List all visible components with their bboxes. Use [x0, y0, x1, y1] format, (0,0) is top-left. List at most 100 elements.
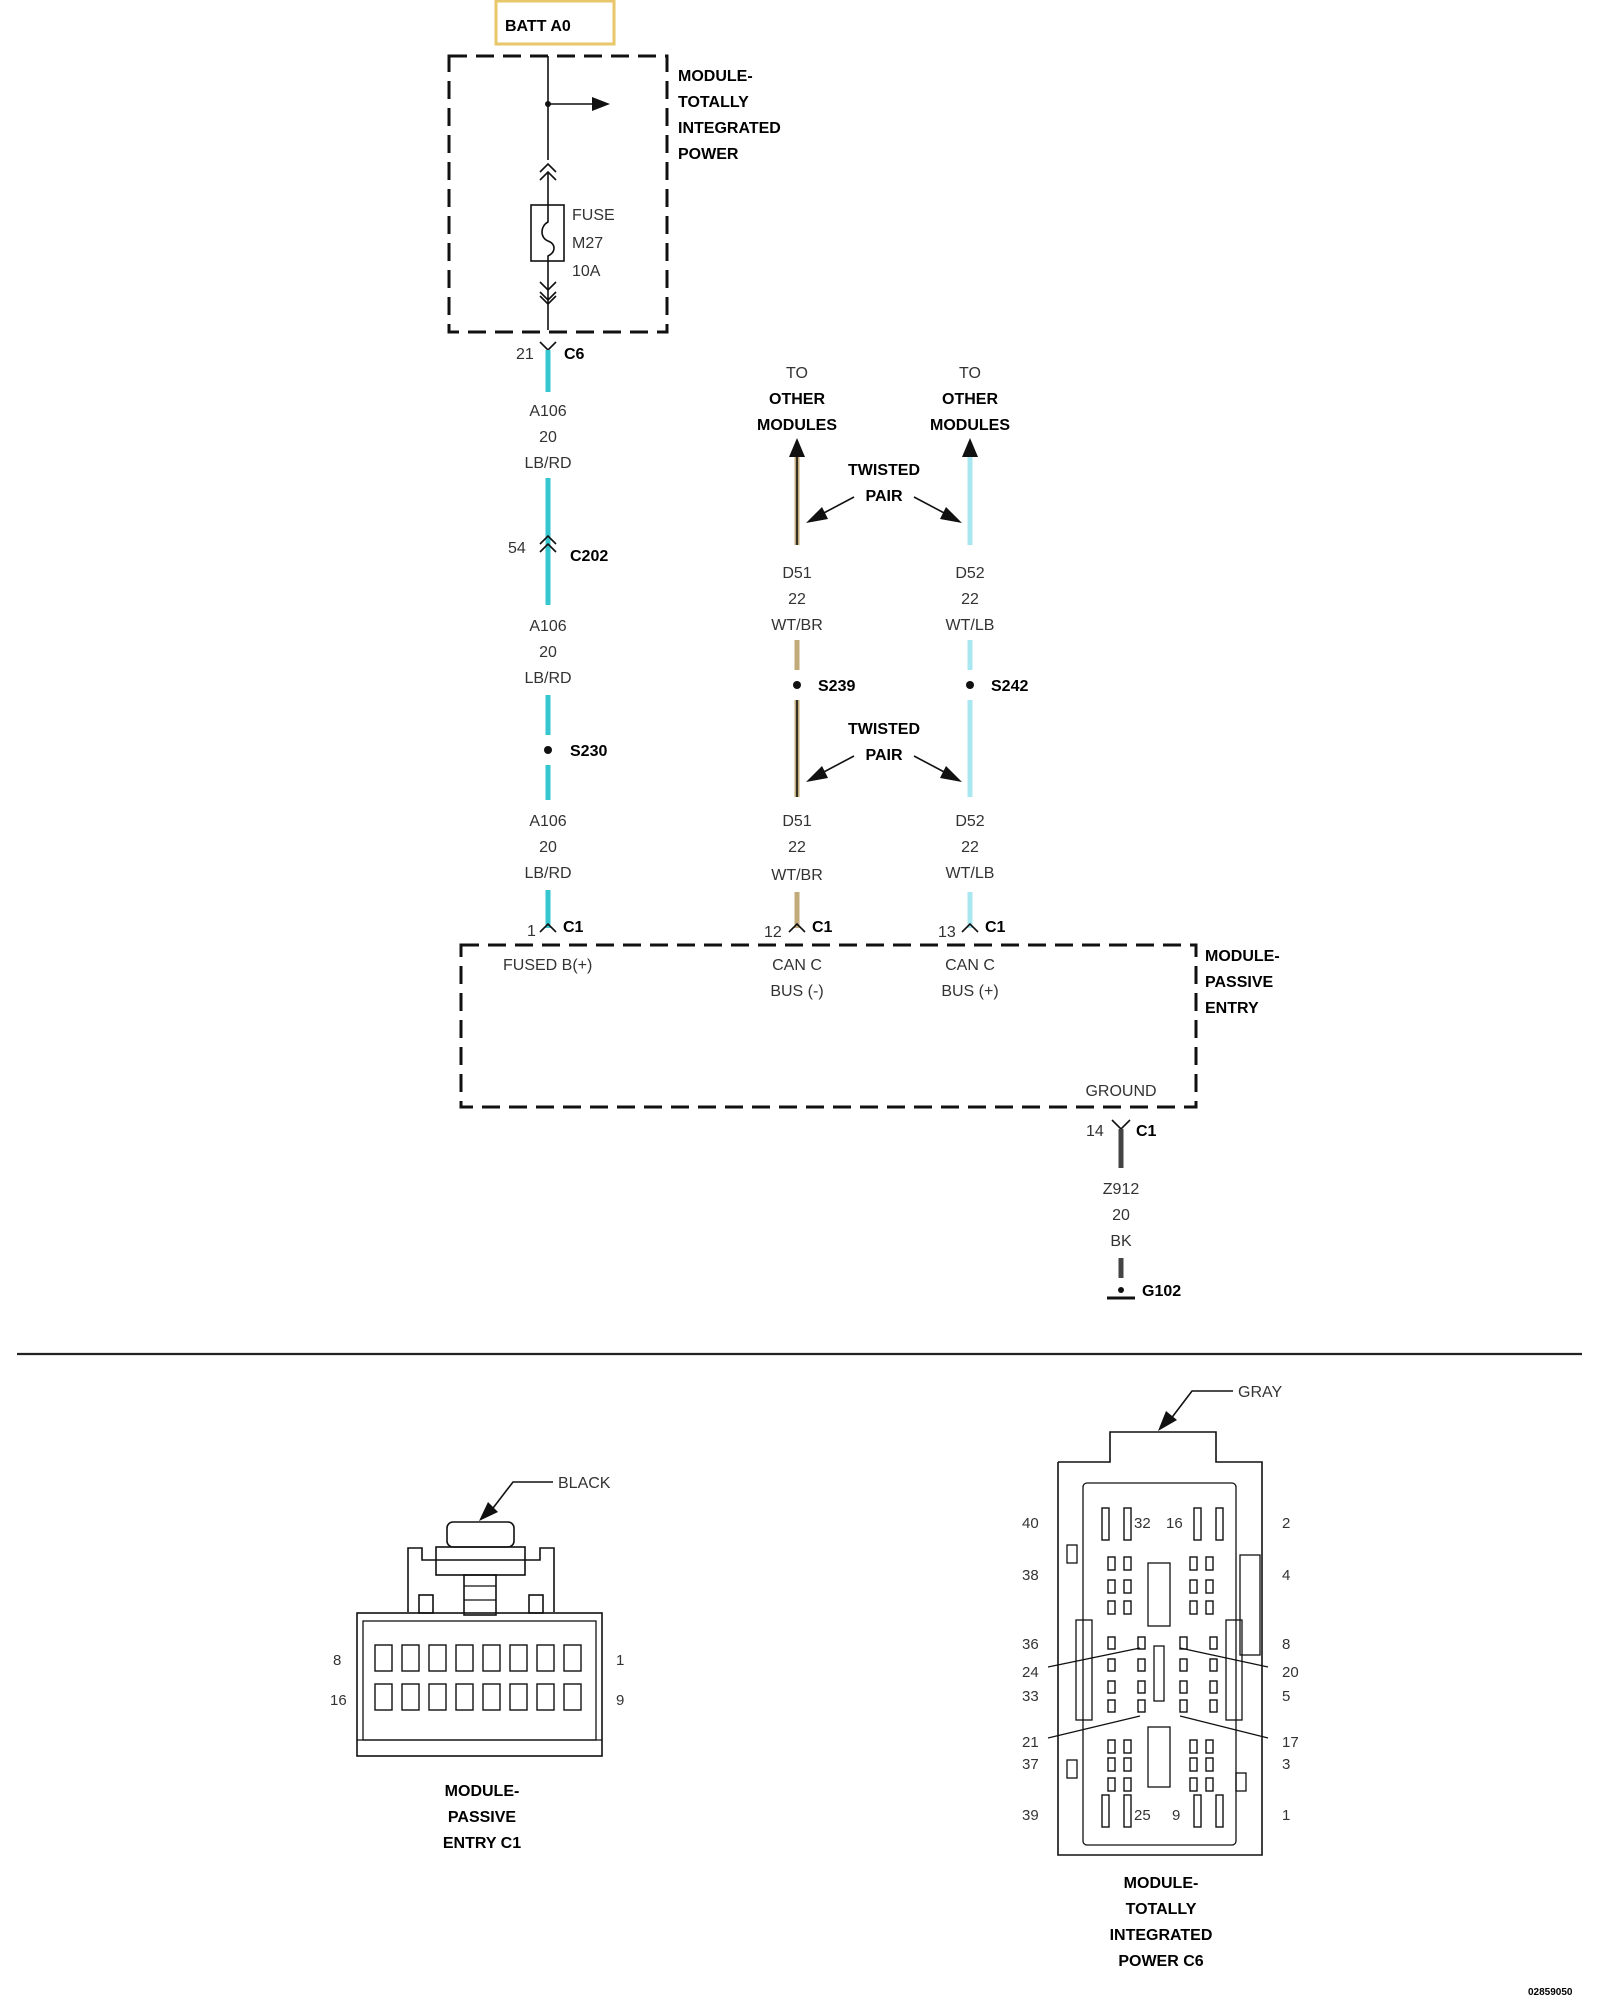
c6-pin-cavity: [1205, 1777, 1214, 1792]
c1-pin-14-symbol: [1111, 1119, 1131, 1131]
c1-pin-cavity: [428, 1644, 447, 1672]
c6-pin-cavity: [1179, 1680, 1188, 1694]
connector-c6-view: GRAY 40 38 36 24 33 21 37 39 2 4 8 20 5 …: [1022, 1384, 1299, 1970]
tipm-module-name: MODULE-: [678, 68, 753, 85]
c1-pin-cavity: [509, 1644, 528, 1672]
a106-color-2: LB/RD: [524, 670, 571, 687]
pem-can-plus-1: CAN C: [945, 957, 995, 974]
c1-pin-cavity: [401, 1683, 420, 1711]
c6-pin-cavity: [1205, 1579, 1214, 1594]
c6-title-2: TOTALLY: [1126, 1901, 1197, 1918]
fuse-rating: 10A: [572, 263, 601, 280]
c6-pin-label-17: 17: [1282, 1734, 1299, 1751]
c6-title-1: MODULE-: [1124, 1875, 1199, 1892]
c6-leader-17: [1179, 1715, 1269, 1739]
twisted-pair-1-line1: TWISTED: [848, 462, 920, 479]
s242-splice: [966, 681, 974, 689]
c1-pin-label-8: 8: [333, 1652, 341, 1669]
c6-pin-cavity: [1189, 1777, 1198, 1792]
c6-connector-symbol: [539, 341, 557, 352]
c6-pin-cavity: [1205, 1757, 1214, 1772]
c6-pin-cavity: [1107, 1636, 1116, 1650]
d51-gauge-2: 22: [788, 839, 806, 856]
d52-gauge-1: 22: [961, 591, 979, 608]
c6-side-tab-left-3: [1066, 1759, 1078, 1779]
c6-pin-label-32: 32: [1134, 1515, 1151, 1532]
c6-pin-cavity: [1193, 1794, 1202, 1828]
d51-color-1: WT/BR: [771, 617, 823, 634]
twisted-pair-2-arrow-left: [806, 766, 828, 782]
c1-pin-1: 1: [527, 923, 536, 940]
c6-inner-cavity: [1082, 1482, 1237, 1846]
batt-box: [494, 0, 616, 46]
twisted-pair-1-line2: PAIR: [865, 488, 902, 505]
d52-circuit-2: D52: [955, 813, 984, 830]
tipm-module-boundary: [447, 54, 669, 334]
c1-title-2: PASSIVE: [448, 1809, 517, 1826]
c6-pin-label-16: 16: [1166, 1515, 1183, 1532]
c1-pin-cavity: [374, 1644, 393, 1672]
d51-circuit-1: D51: [782, 565, 811, 582]
c6-pin-cavity: [1189, 1556, 1198, 1571]
c1-title-1: MODULE-: [445, 1783, 520, 1800]
c6-pin-cavity: [1179, 1658, 1188, 1672]
c6-pin-label-21: 21: [1022, 1734, 1039, 1751]
c6-center-block-mid: [1153, 1645, 1165, 1702]
c6-pin-cavity: [1107, 1757, 1116, 1772]
s230-label: S230: [570, 743, 607, 760]
to-other-left-3: MODULES: [757, 417, 837, 434]
c6-pin-cavity: [1107, 1699, 1116, 1713]
c6-pin-label-38: 38: [1022, 1567, 1039, 1584]
c6-pin-cavity: [1123, 1794, 1132, 1828]
c6-leader-20: [1179, 1647, 1269, 1668]
c6-pin-cavity: [1107, 1777, 1116, 1792]
z912-color: BK: [1110, 1233, 1132, 1250]
twisted-pair-1-leader-left: [819, 496, 855, 516]
a106-gauge-2: 20: [539, 644, 557, 661]
c6-pin-cavity: [1107, 1556, 1116, 1571]
twisted-pair-1-leader-right: [913, 496, 949, 516]
c6-pin-cavity: [1107, 1680, 1116, 1694]
c6-pin-cavity: [1215, 1794, 1224, 1828]
twisted-pair-2-leader-left: [819, 755, 855, 775]
tipm-connector-chevron-1: [539, 162, 557, 173]
to-other-left-1: TO: [786, 365, 808, 382]
a106-color-1: LB/RD: [524, 455, 571, 472]
tipm-connector-chevron-4: [539, 291, 557, 302]
c1-latch-window-right: [528, 1594, 544, 1614]
c6-color-leader: [1169, 1390, 1233, 1421]
pem-ground-label: GROUND: [1085, 1083, 1156, 1100]
c6-pin-cavity: [1189, 1600, 1198, 1615]
z912-gauge: 20: [1112, 1207, 1130, 1224]
c6-pin-label-39: 39: [1022, 1807, 1039, 1824]
a106-circuit-1: A106: [529, 403, 566, 420]
c6-side-tab-right-3: [1235, 1772, 1247, 1792]
to-other-right-1: TO: [959, 365, 981, 382]
c6-pin-cavity: [1137, 1658, 1146, 1672]
c6-pin-cavity: [1137, 1699, 1146, 1713]
c6-pin-cavity: [1107, 1579, 1116, 1594]
c6-pin-cavity: [1189, 1757, 1198, 1772]
c1-housing-body: [356, 1612, 603, 1757]
twisted-pair-1-arrow-left: [806, 507, 828, 523]
twisted-pair-2-arrow-right: [940, 766, 962, 782]
c6-pin-cavity: [1107, 1600, 1116, 1615]
pem-module-name-3: ENTRY: [1205, 1000, 1259, 1017]
tipm-connector-chevron-5: [539, 295, 557, 306]
c1-pin-12: 12: [764, 924, 782, 941]
tipm-module-name-2: TOTALLY: [678, 94, 749, 111]
to-other-right-2: OTHER: [942, 391, 998, 408]
c6-pin-cavity: [1215, 1507, 1224, 1541]
c6-pin-cavity: [1205, 1556, 1214, 1571]
c6-pin-label-3: 3: [1282, 1756, 1290, 1773]
c6-pin-cavity: [1209, 1680, 1218, 1694]
c6-pin-cavity: [1123, 1600, 1132, 1615]
c1-color-arrow: [479, 1502, 498, 1521]
c1-pin-cavity: [482, 1644, 501, 1672]
c1-title-3: ENTRY C1: [443, 1835, 521, 1852]
g102-label: G102: [1142, 1283, 1181, 1300]
c6-pin-label-24: 24: [1022, 1664, 1039, 1681]
c6-pin-label-37: 37: [1022, 1756, 1039, 1773]
c1-latch-stem: [463, 1574, 497, 1616]
pem-can-minus-2: BUS (-): [770, 983, 823, 1000]
